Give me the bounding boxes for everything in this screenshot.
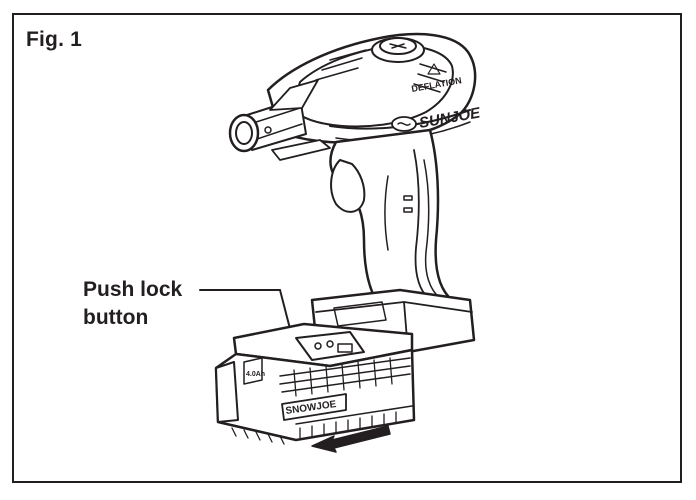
- callout-label: Push lock button: [83, 276, 182, 332]
- battery-badge-text: 4.0Ah: [246, 371, 265, 378]
- left-arrow-icon: [311, 425, 391, 453]
- tool-handle: [329, 128, 454, 314]
- callout-line-1: Push lock: [83, 278, 183, 301]
- callout-line-2: button: [83, 306, 149, 329]
- push-lock-button: [295, 331, 365, 361]
- nozzle: [228, 79, 331, 161]
- figure-label: Fig. 1: [26, 28, 83, 51]
- battery-pack: 4.0Ah SNOWJOE: [214, 322, 416, 445]
